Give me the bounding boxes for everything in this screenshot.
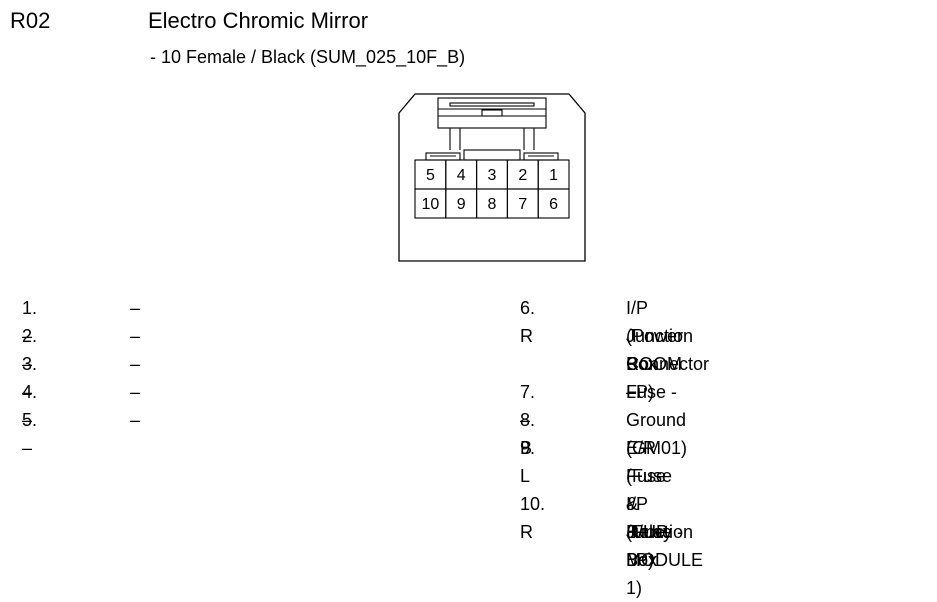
terminal-number: 4 xyxy=(457,167,466,184)
pin-description: (Fuse - B/UP LP) xyxy=(626,466,673,570)
pin-label: 5. – xyxy=(22,410,38,458)
pin-label: 3. – xyxy=(22,354,38,402)
pin-description: – xyxy=(130,298,141,318)
pin-description: (Fuse - MODULE 1) xyxy=(626,522,704,598)
terminal-number: 6 xyxy=(549,196,558,213)
connector-housing xyxy=(398,93,586,262)
terminal-grid: 5 4 3 2 1 10 9 8 7 6 xyxy=(414,159,570,219)
locking-latch xyxy=(425,97,559,161)
pin-description: – xyxy=(626,382,637,402)
terminal-number: 5 xyxy=(426,167,435,184)
pin-description: (Power Connector Fuse - xyxy=(626,326,710,402)
terminal-number: 1 xyxy=(549,167,558,184)
connector-face-diagram: 5 4 3 2 1 10 9 8 7 6 xyxy=(398,93,586,262)
pin-label: 4. – xyxy=(22,382,38,430)
pin-description: Ground (GM01) xyxy=(626,410,688,458)
pin-description: – xyxy=(130,410,141,430)
pin-description: – xyxy=(130,326,141,346)
pin-label: 7. – xyxy=(520,382,536,430)
connector-subtitle: - 10 Female / Black (SUM_025_10F_B) xyxy=(150,47,466,67)
pin-label: 2. – xyxy=(22,326,38,374)
pin-label: 10. R xyxy=(520,494,546,542)
pin-label: 9. L xyxy=(520,438,536,486)
pin-label: 8. B xyxy=(520,410,536,458)
terminal-number: 7 xyxy=(518,196,527,213)
connector-code: R02 xyxy=(10,8,51,33)
terminal-number: 10 xyxy=(422,196,440,213)
terminal-number: 9 xyxy=(457,196,466,213)
pin-description: E/R Fuse & Relay Box xyxy=(626,438,673,570)
pin-label: 6. R xyxy=(520,298,536,346)
terminal-number: 2 xyxy=(518,167,527,184)
pin-description: I/P Junction Box xyxy=(626,494,694,570)
terminal-number: 8 xyxy=(488,196,497,213)
pin-description: – xyxy=(130,382,141,402)
pin-description: ROOM LP) xyxy=(626,354,682,402)
connector-title: Electro Chromic Mirror xyxy=(148,8,369,33)
pin-description: – xyxy=(130,354,141,374)
terminal-cavity xyxy=(537,188,570,219)
pin-description: I/P Junction Box xyxy=(626,298,694,374)
pin-label: 1. – xyxy=(22,298,38,346)
terminal-number: 3 xyxy=(488,167,497,184)
